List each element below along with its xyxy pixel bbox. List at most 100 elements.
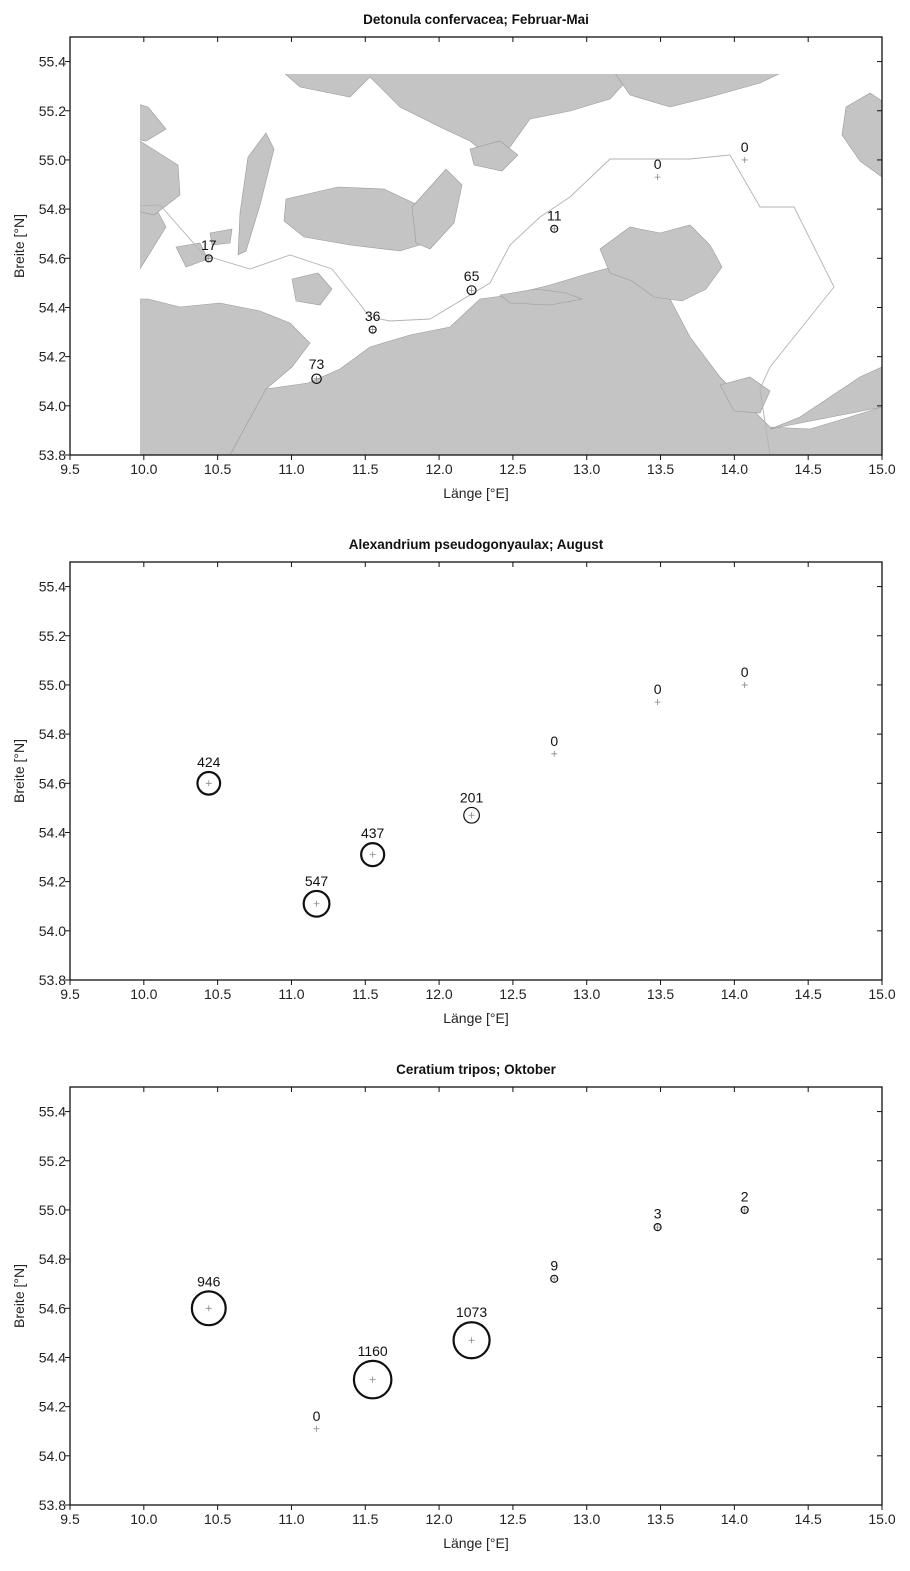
station-marker	[302, 889, 331, 918]
map-frame	[69, 36, 883, 456]
x-tick-label: 12.5	[499, 986, 526, 1002]
x-tick-label: 12.5	[499, 461, 526, 477]
map-title: Alexandrium pseudogonyaulax; August	[349, 537, 604, 552]
y-tick-label: 54.0	[39, 1448, 66, 1464]
x-tick-label: 13.0	[573, 1511, 600, 1527]
station-value-label: 201	[460, 789, 484, 805]
station-value-label: 547	[305, 873, 329, 889]
x-tick-label: 10.0	[130, 986, 157, 1002]
x-axis-label: Länge [°E]	[443, 1010, 509, 1026]
station-value-label: 0	[313, 1408, 321, 1424]
y-tick-label: 53.8	[39, 1497, 66, 1513]
y-tick-label: 54.4	[39, 299, 66, 315]
station-cross	[313, 1425, 320, 1432]
x-tick-label: 13.5	[647, 1511, 674, 1527]
x-tick-label: 13.0	[573, 986, 600, 1002]
x-tick-label: 15.0	[868, 1511, 895, 1527]
x-tick-label: 14.0	[721, 1511, 748, 1527]
station-cross	[468, 812, 475, 819]
station-cross	[468, 287, 475, 294]
y-tick-label: 53.8	[39, 447, 66, 463]
station-value-label: 73	[309, 356, 325, 372]
x-tick-label: 14.0	[721, 986, 748, 1002]
station-value-label: 0	[654, 681, 662, 697]
station-marker	[452, 1321, 491, 1360]
x-tick-label: 12.0	[425, 1511, 452, 1527]
map-title: Ceratium tripos; Oktober	[396, 1062, 557, 1077]
station-value-label: 17	[201, 237, 217, 253]
station-value-label: 1073	[456, 1304, 487, 1320]
station-cross	[741, 156, 748, 163]
x-tick-label: 14.0	[721, 461, 748, 477]
x-tick-label: 13.5	[647, 461, 674, 477]
station-cross	[654, 174, 661, 181]
station-cross	[369, 1376, 376, 1383]
station-cross	[468, 1337, 475, 1344]
x-tick-label: 11.5	[352, 1511, 378, 1527]
y-tick-label: 54.8	[39, 1251, 66, 1267]
station-marker	[204, 254, 213, 263]
y-tick-label: 53.8	[39, 972, 66, 988]
x-tick-label: 9.5	[60, 986, 80, 1002]
station-cross	[313, 900, 320, 907]
station-cross	[369, 326, 376, 333]
x-tick-label: 10.5	[204, 986, 231, 1002]
x-tick-label: 11.0	[278, 1511, 304, 1527]
x-axis-label: Länge [°E]	[443, 485, 509, 501]
y-tick-label: 54.0	[39, 923, 66, 939]
y-tick-label: 55.4	[39, 1104, 66, 1120]
x-tick-label: 12.0	[425, 986, 452, 1002]
station-value-label: 0	[654, 156, 662, 172]
y-tick-label: 54.2	[39, 1399, 66, 1415]
station-value-label: 2	[741, 1188, 749, 1204]
station-marker	[463, 806, 480, 824]
station-cross	[741, 681, 748, 688]
sea-area	[70, 562, 882, 980]
x-tick-label: 13.0	[573, 461, 600, 477]
y-tick-label: 55.2	[39, 1153, 66, 1169]
y-tick-label: 55.2	[39, 628, 66, 644]
y-tick-label: 55.0	[39, 677, 66, 693]
station-value-label: 0	[741, 664, 749, 680]
x-tick-label: 12.0	[425, 461, 452, 477]
station-marker	[466, 285, 477, 296]
station-marker	[352, 1359, 393, 1400]
y-tick-label: 54.6	[39, 775, 66, 791]
x-tick-label: 14.5	[795, 986, 822, 1002]
station-value-label: 1160	[358, 1343, 388, 1359]
x-tick-label: 14.5	[795, 1511, 822, 1527]
x-tick-label: 13.5	[647, 986, 674, 1002]
x-tick-label: 11.5	[352, 986, 378, 1002]
x-tick-label: 9.5	[60, 1511, 80, 1527]
y-tick-label: 54.8	[39, 726, 66, 742]
x-tick-label: 10.5	[204, 461, 231, 477]
y-tick-label: 55.0	[39, 152, 66, 168]
y-axis-label: Breite [°N]	[11, 214, 27, 278]
x-tick-label: 14.5	[795, 461, 822, 477]
station-value-label: 65	[464, 268, 480, 284]
x-axis-label: Länge [°E]	[443, 1535, 509, 1551]
station-marker	[368, 325, 377, 334]
station-cross	[205, 255, 212, 262]
station-marker	[653, 1223, 662, 1232]
station-value-label: 11	[547, 207, 562, 223]
x-tick-label: 10.0	[130, 1511, 157, 1527]
station-marker	[550, 224, 559, 233]
y-tick-label: 54.8	[39, 201, 66, 217]
station-value-label: 3	[654, 1206, 662, 1222]
x-tick-label: 15.0	[868, 986, 895, 1002]
map-panel-2: Alexandrium pseudogonyaulax; August 9.5 10…	[11, 537, 896, 1026]
station-value-label: 424	[197, 754, 221, 770]
station-value-label: 946	[197, 1273, 221, 1289]
station-value-label: 437	[361, 825, 385, 841]
station-marker	[360, 842, 386, 868]
station-cross	[551, 1275, 558, 1282]
station-cross	[205, 780, 212, 787]
y-axis-label: Breite [°N]	[11, 1264, 27, 1328]
station-cross	[654, 699, 661, 706]
map-frame	[69, 1086, 883, 1506]
y-tick-label: 55.4	[39, 54, 66, 70]
y-tick-label: 55.4	[39, 579, 66, 595]
